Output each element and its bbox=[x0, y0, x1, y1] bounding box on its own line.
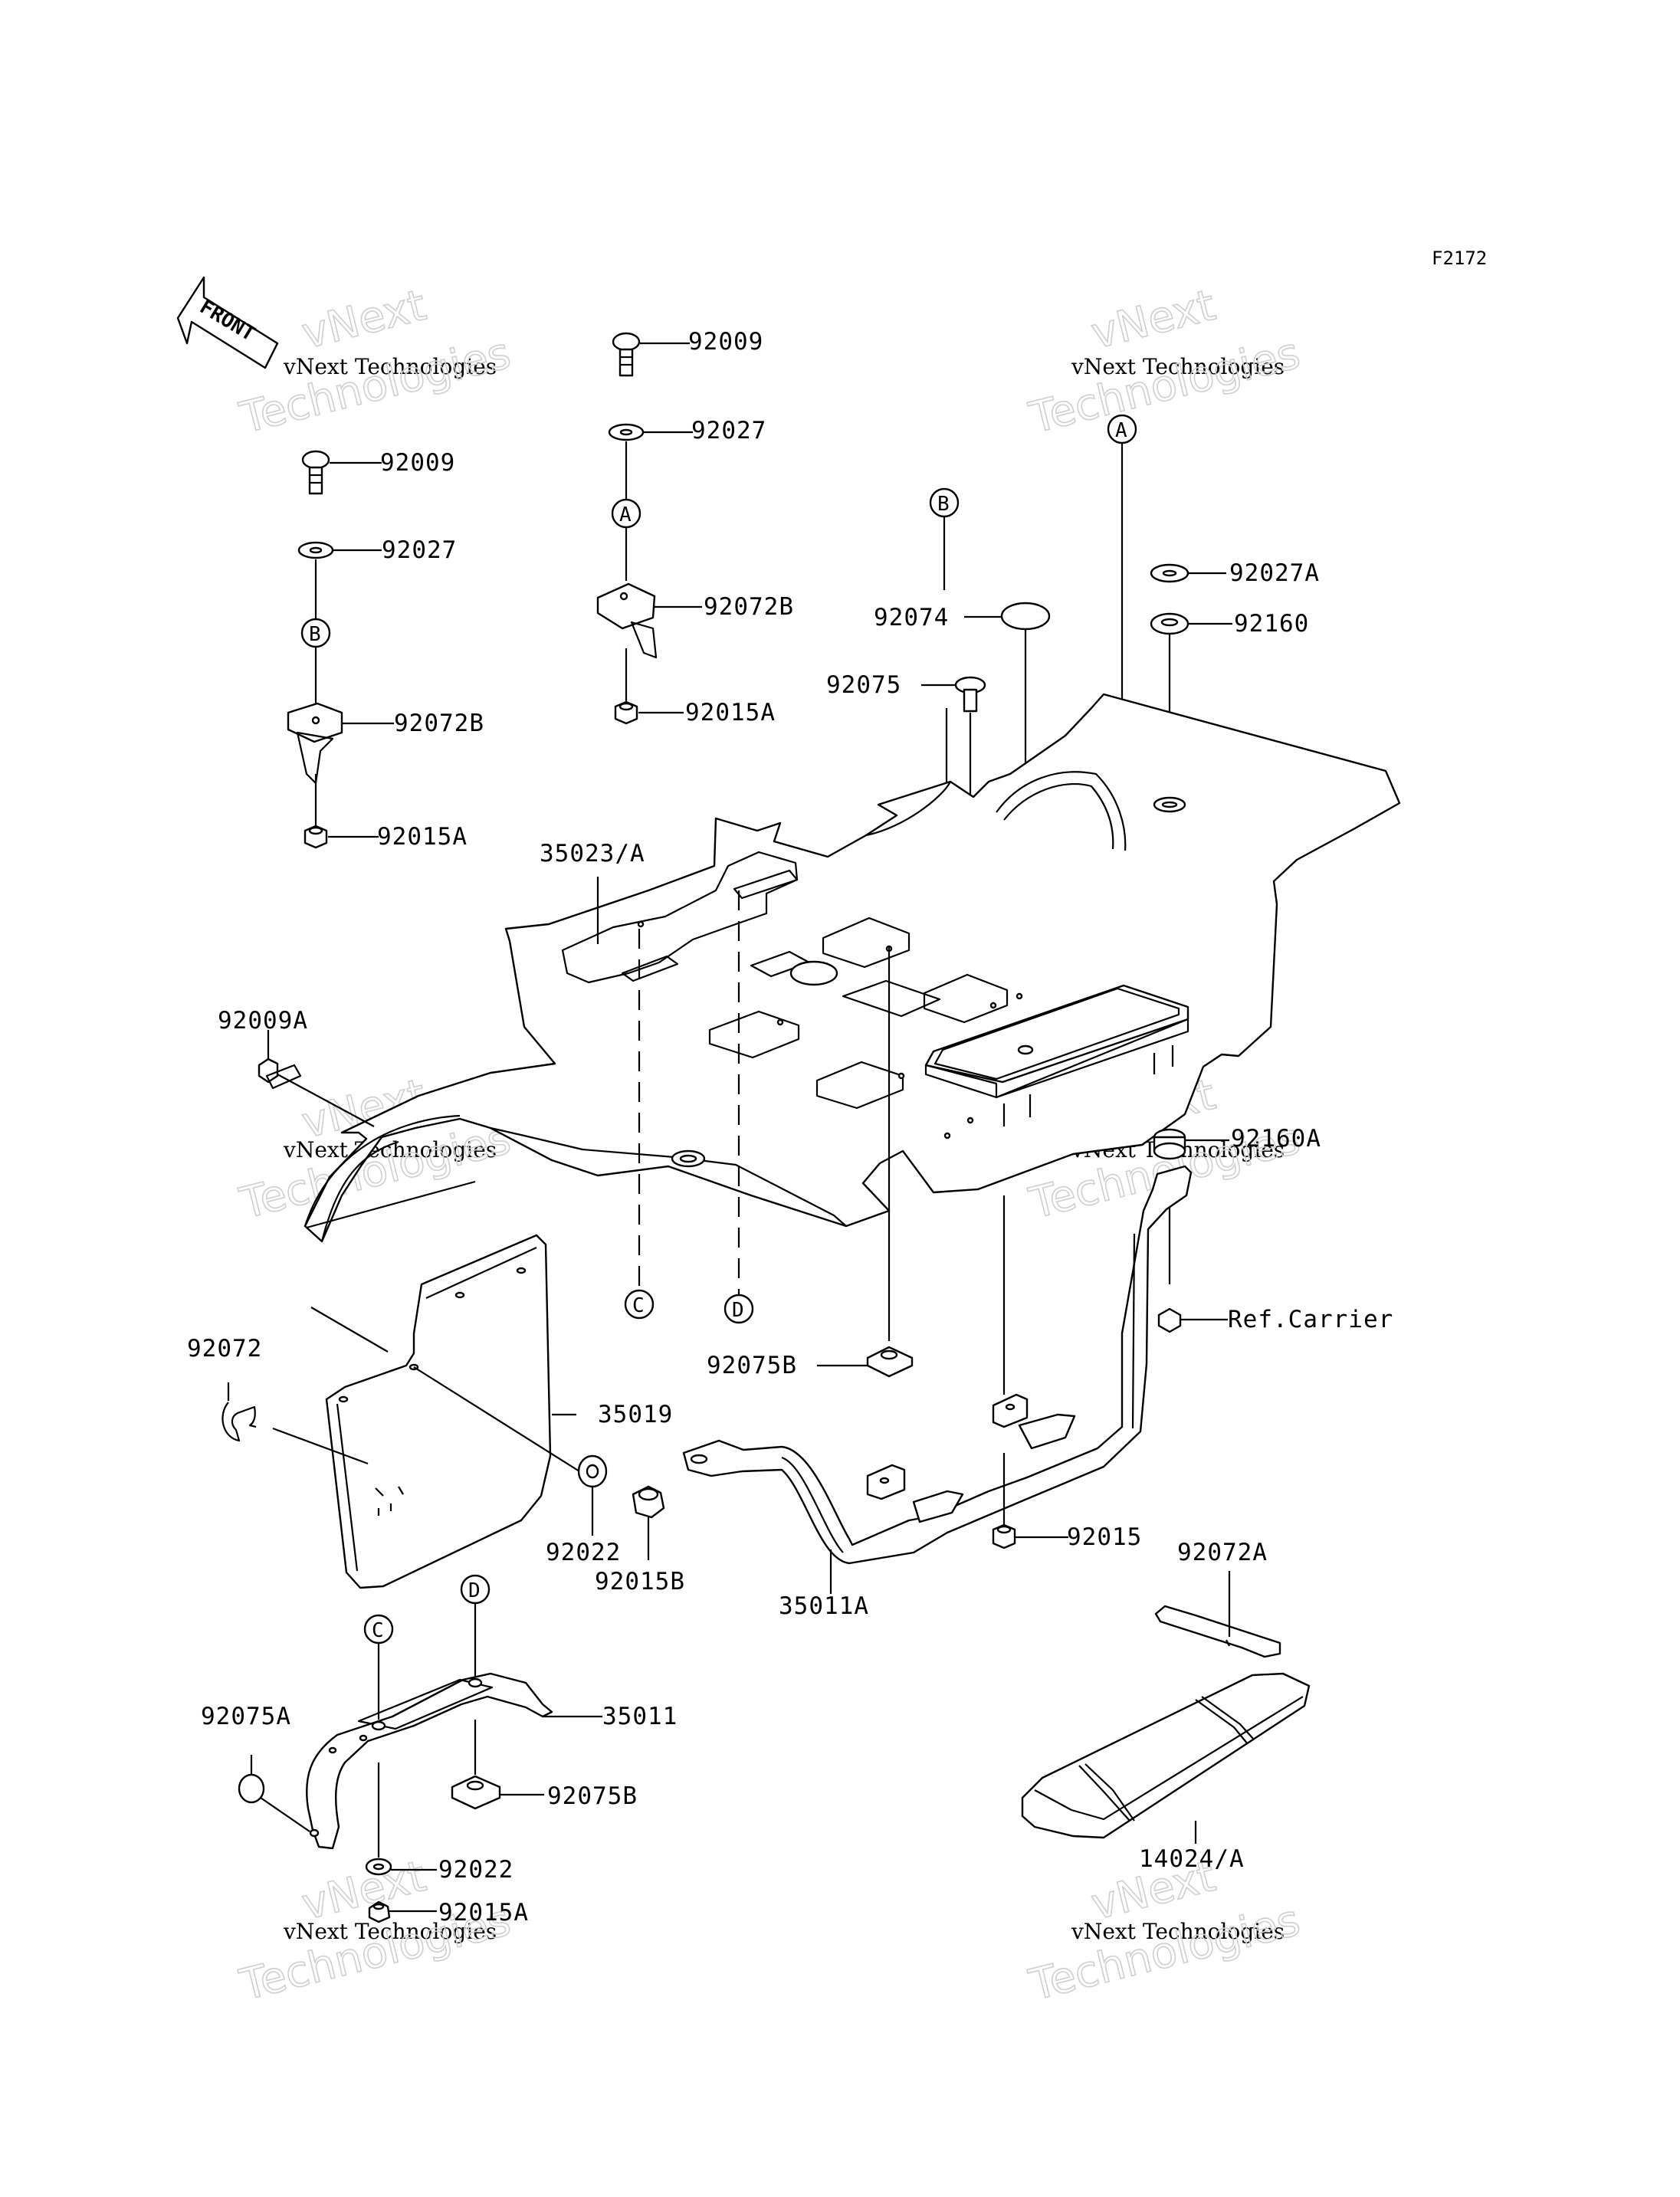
part-label: 92027 bbox=[382, 536, 457, 564]
part-label: 92015A bbox=[685, 699, 776, 726]
part-label: 35019 bbox=[598, 1401, 673, 1428]
part-label: 92009 bbox=[688, 328, 763, 356]
bracket-35011: C D bbox=[306, 1574, 602, 1858]
part-label: 92075A bbox=[201, 1703, 291, 1730]
bolt-92009a bbox=[258, 1030, 375, 1127]
part-label: 14024/A bbox=[1139, 1845, 1245, 1873]
part-label: 92009A bbox=[218, 1007, 308, 1035]
nut-92015a-bottom bbox=[368, 1900, 437, 1923]
part-label: 92160 bbox=[1234, 610, 1309, 638]
svg-text:vNext Technologies: vNext Technologies bbox=[283, 1137, 497, 1162]
part-label: 92074 bbox=[874, 604, 949, 631]
svg-text:A: A bbox=[619, 503, 632, 526]
svg-text:B: B bbox=[937, 493, 950, 516]
mud-flap-35019 bbox=[272, 1180, 580, 1589]
part-label: 92075 bbox=[826, 671, 901, 699]
nut-92015 bbox=[992, 1453, 1068, 1549]
part-label: 92022 bbox=[546, 1539, 621, 1566]
svg-text:vNext: vNext bbox=[297, 280, 431, 359]
part-label: 92015 bbox=[1067, 1523, 1142, 1551]
part-label: 92072 bbox=[187, 1335, 262, 1362]
svg-text:C: C bbox=[632, 1294, 645, 1317]
part-label: 92015A bbox=[377, 823, 468, 851]
svg-text:Technologies: Technologies bbox=[1025, 328, 1305, 443]
cap-92075a bbox=[238, 1755, 310, 1832]
svg-text:vNext Technologies: vNext Technologies bbox=[1071, 354, 1285, 379]
nut-92015b bbox=[632, 1485, 665, 1560]
part-label: 92027 bbox=[691, 417, 766, 444]
svg-text:vNext: vNext bbox=[1087, 280, 1220, 359]
watermark-top-right: vNext vNext Technologies Technologies bbox=[1024, 280, 1305, 444]
strap-92072a bbox=[1154, 1571, 1281, 1658]
seat-pad-14024 bbox=[1021, 1672, 1311, 1844]
svg-text:D: D bbox=[732, 1299, 744, 1322]
svg-text:vNext Technologies: vNext Technologies bbox=[1071, 1919, 1285, 1944]
front-arrow-icon: FRONT bbox=[176, 276, 279, 369]
carrier-bracket-35011a bbox=[682, 1165, 1193, 1594]
part-labels: 92009 92027 92072B 92015A 92009 92027 92… bbox=[187, 328, 1393, 1926]
part-label: 92015B bbox=[595, 1568, 685, 1595]
part-label: 92015A bbox=[438, 1899, 529, 1926]
washer-92022-middle bbox=[577, 1454, 608, 1536]
nut-92075b-bottom bbox=[451, 1775, 544, 1810]
part-label: 92022 bbox=[438, 1856, 514, 1884]
svg-text:A: A bbox=[1115, 419, 1127, 442]
left-fastener-stack: B bbox=[287, 450, 394, 849]
washer-92022-bottom bbox=[365, 1858, 437, 1876]
svg-text:vNext Technologies: vNext Technologies bbox=[283, 1919, 497, 1944]
part-label: 35023/A bbox=[540, 840, 645, 867]
figure-id: F2172 bbox=[1432, 248, 1487, 269]
bushing-92160a bbox=[1153, 1128, 1229, 1160]
part-label: 92027A bbox=[1229, 559, 1320, 587]
part-label: 92075B bbox=[707, 1352, 797, 1379]
part-label: 92072B bbox=[704, 593, 794, 621]
svg-text:B: B bbox=[309, 623, 321, 646]
nut-92075b-center bbox=[817, 1346, 914, 1378]
svg-text:vNext Technologies: vNext Technologies bbox=[283, 354, 497, 379]
part-label: 92160A bbox=[1231, 1125, 1321, 1153]
watermark-bottom-right: vNext vNext Technologies Technologies bbox=[1024, 1851, 1305, 2011]
rear-fender bbox=[304, 693, 1401, 1243]
part-label: 92009 bbox=[380, 449, 455, 477]
part-label: 35011A bbox=[779, 1592, 869, 1620]
middle-fastener-stack: A bbox=[596, 332, 702, 725]
part-label: 92072B bbox=[394, 710, 484, 737]
svg-text:C: C bbox=[372, 1619, 384, 1642]
svg-text:D: D bbox=[468, 1579, 481, 1602]
part-label: 92072A bbox=[1177, 1539, 1268, 1566]
part-label: Ref.Carrier bbox=[1228, 1306, 1393, 1333]
part-label: 35011 bbox=[602, 1703, 678, 1730]
part-label: 92075B bbox=[547, 1782, 638, 1810]
watermark-top-left: vNext vNext Technologies Technologies bbox=[235, 280, 516, 444]
clip-92072 bbox=[221, 1382, 257, 1442]
